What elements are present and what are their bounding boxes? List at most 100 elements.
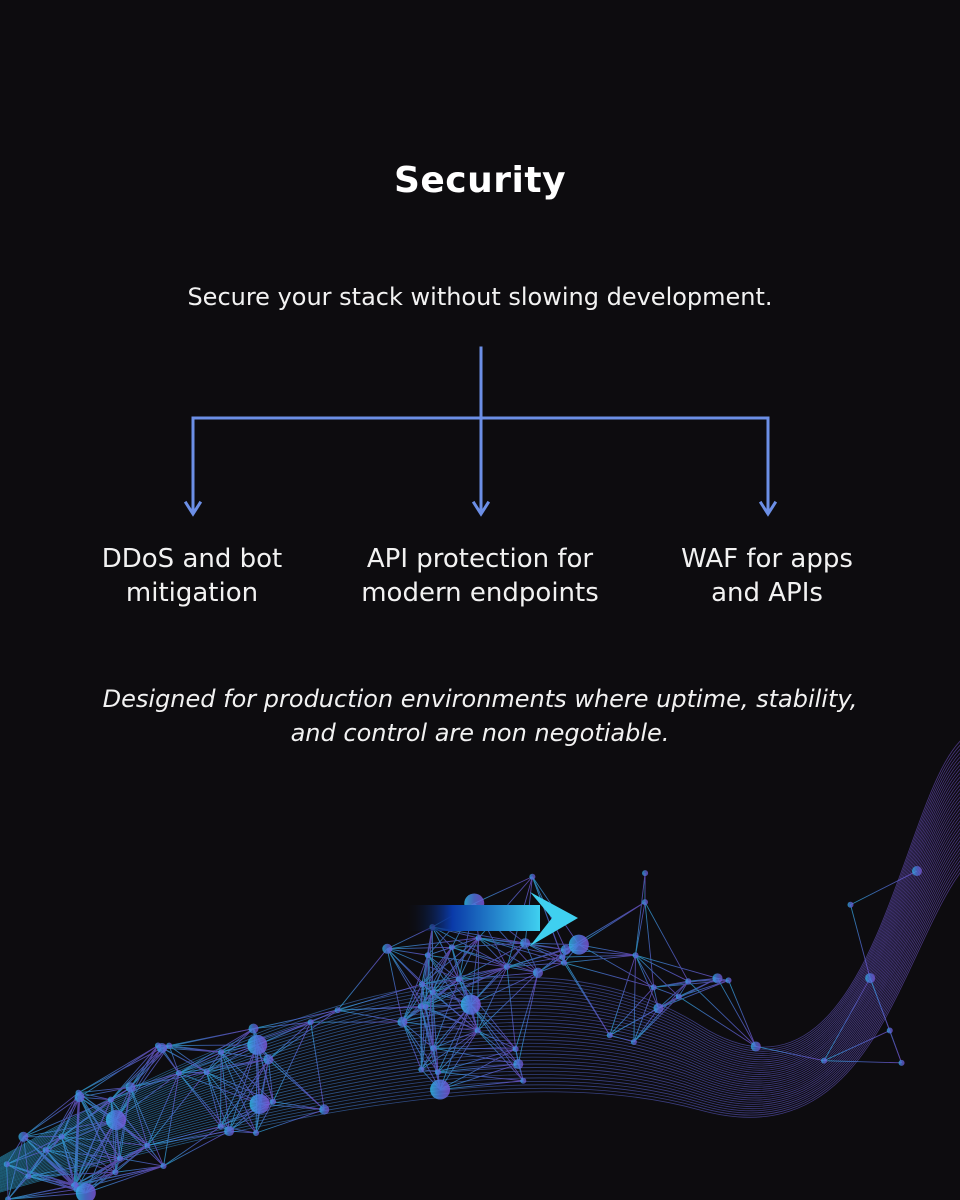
network-link: [755, 1046, 825, 1062]
network-link: [76, 1145, 148, 1190]
network-link: [850, 870, 918, 906]
network-link: [147, 1071, 207, 1146]
network-link: [420, 992, 434, 1070]
wave-line: [0, 792, 960, 1172]
network-link: [73, 1165, 164, 1186]
network-link: [427, 954, 508, 968]
network-node: [218, 1049, 225, 1056]
network-link: [563, 962, 654, 988]
network-node: [58, 1133, 65, 1140]
network-link: [268, 1021, 311, 1060]
network-node: [750, 1041, 761, 1052]
wave-line: [0, 860, 960, 1190]
network-link: [678, 977, 718, 997]
network-link: [206, 1071, 260, 1105]
arrowhead-right: [758, 500, 778, 517]
network-link: [563, 962, 611, 1036]
network-link: [440, 1080, 524, 1090]
network-link: [168, 1045, 207, 1073]
wave-line: [0, 832, 960, 1183]
network-node: [606, 1032, 613, 1039]
network-node: [248, 1023, 259, 1034]
network-link: [178, 1072, 260, 1105]
network-link: [506, 966, 539, 974]
network-link: [120, 1157, 164, 1167]
branch-ddos-bot-mitigation: DDoS and bot mitigation: [101, 544, 283, 608]
network-link: [178, 1058, 269, 1074]
network-link: [420, 991, 434, 1007]
network-link: [420, 1006, 434, 1049]
network-node: [424, 952, 431, 959]
network-link: [386, 948, 403, 1023]
network-link: [228, 1044, 258, 1132]
network-link: [253, 1021, 311, 1030]
network-link: [8, 1192, 86, 1200]
network-link: [61, 1086, 131, 1137]
network-link: [115, 1047, 163, 1121]
network-node: [74, 1092, 85, 1103]
network-link: [437, 1048, 516, 1073]
network-node: [334, 1007, 341, 1014]
network-node: [224, 1126, 235, 1137]
network-link: [255, 1044, 258, 1134]
network-link: [635, 954, 680, 997]
network-link: [658, 980, 729, 1009]
network-link: [439, 1030, 479, 1090]
network-link: [161, 1028, 254, 1049]
network-nodes: [3, 866, 922, 1200]
network-link: [420, 926, 433, 1007]
network-link: [562, 954, 636, 958]
network-node: [474, 1027, 481, 1034]
network-link: [386, 948, 423, 985]
network-link: [178, 1028, 254, 1074]
network-link: [220, 1044, 258, 1127]
network-link: [678, 980, 689, 997]
network-node: [418, 981, 425, 988]
network-link: [478, 937, 539, 974]
network-node: [504, 963, 511, 970]
network-link: [420, 984, 423, 1070]
network-link: [635, 954, 718, 979]
network-link: [421, 947, 453, 985]
network-link: [28, 1175, 75, 1186]
network-link: [337, 1005, 421, 1011]
network-link: [337, 948, 388, 1011]
network-link: [524, 942, 539, 973]
network-node: [865, 973, 876, 984]
network-node: [898, 1059, 905, 1066]
network-link: [869, 977, 891, 1031]
network-link: [206, 1072, 222, 1127]
network-link: [458, 972, 539, 980]
network-link: [474, 876, 533, 904]
network-link: [253, 1009, 338, 1030]
network-link: [386, 948, 422, 1007]
network-link: [458, 979, 516, 1050]
network-link: [824, 1060, 902, 1064]
network-link: [433, 1047, 516, 1050]
network-node: [3, 1161, 10, 1168]
network-node: [125, 1082, 136, 1093]
arrowhead-center: [471, 500, 491, 517]
network-link: [850, 904, 871, 979]
network-node: [675, 993, 682, 1000]
network-link: [437, 1063, 519, 1073]
wave-line: [0, 800, 960, 1174]
network-link: [130, 1087, 148, 1146]
footer-note: Designed for production environments whe…: [102, 685, 858, 747]
network-link: [78, 1045, 159, 1094]
network-node: [42, 1147, 49, 1154]
network-link: [433, 1030, 478, 1049]
network-link: [420, 979, 460, 1007]
network-link: [6, 1164, 9, 1200]
network-link: [8, 1188, 77, 1200]
network-node: [166, 1042, 173, 1049]
network-link: [147, 1072, 180, 1146]
network-link: [653, 986, 679, 997]
network-link: [402, 1021, 439, 1073]
network-node: [560, 944, 571, 955]
network-node: [418, 1066, 425, 1073]
network-link: [421, 966, 508, 985]
network-node: [435, 1069, 442, 1076]
wave-line: [0, 784, 960, 1170]
wave-line: [0, 812, 960, 1177]
